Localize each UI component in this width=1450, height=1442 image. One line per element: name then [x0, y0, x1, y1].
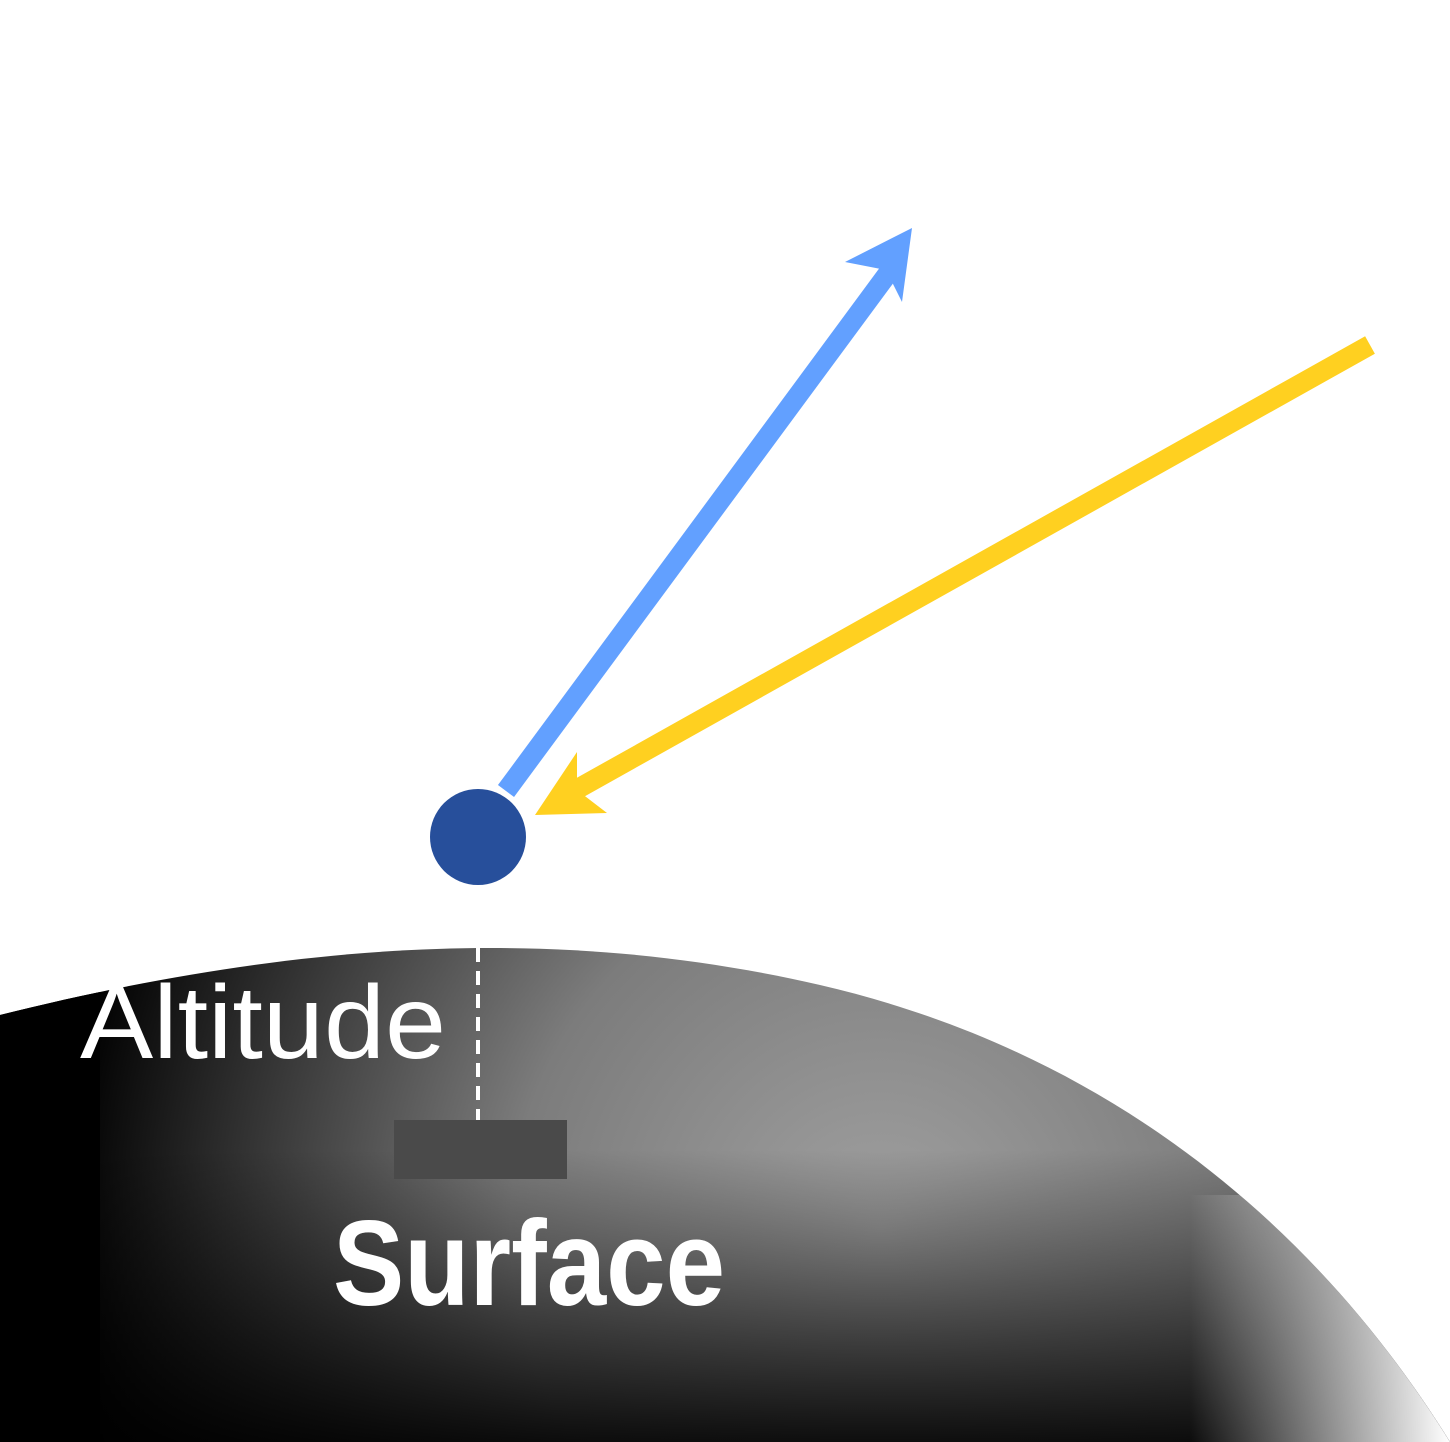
- surface-marker: [394, 1120, 567, 1179]
- surface-label: Surface: [333, 1195, 725, 1331]
- planet-right-fade: [1190, 1195, 1450, 1442]
- outgoing-arrow: [497, 228, 912, 797]
- planet-surface: [0, 936, 1450, 1442]
- incoming-arrow-shaft: [567, 336, 1375, 801]
- outgoing-arrow-shaft: [497, 266, 898, 797]
- object-point: [430, 789, 526, 885]
- incoming-arrow: [535, 336, 1375, 815]
- planet-left-band: [0, 947, 100, 1442]
- altitude-label: Altitude: [80, 965, 446, 1081]
- planet-rim-highlight: [89, 936, 381, 972]
- incoming-arrowhead: [535, 752, 607, 815]
- outgoing-arrowhead: [845, 228, 912, 302]
